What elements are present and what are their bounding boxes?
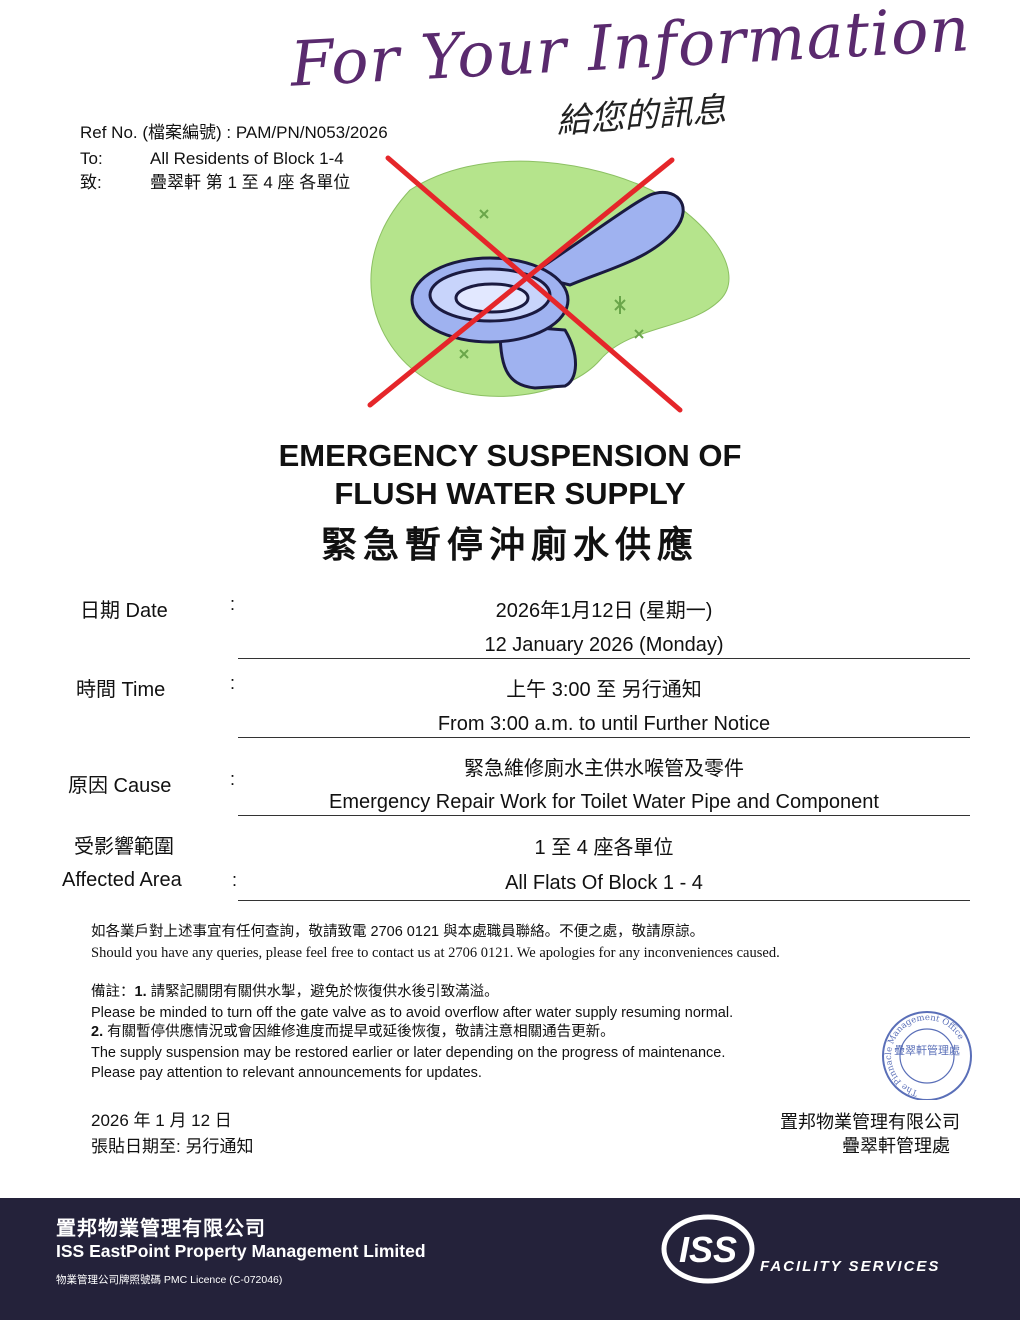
footer: 置邦物業管理有限公司 ISS EastPoint Property Manage… (0, 1198, 1020, 1320)
cause-colon: : (230, 769, 236, 789)
divider (238, 737, 970, 738)
area-zh: 1 至 4 座各單位 (534, 837, 674, 859)
remark-1-en: Please be minded to turn off the gate va… (91, 1005, 734, 1021)
enquiry-zh: 如各業戶對上述事宜有任何查詢，敬請致電 2706 0121 與本處職員聯絡。不便… (91, 924, 705, 940)
time-colon: : (230, 673, 236, 693)
area-label-zh: 受影響範圍 (74, 836, 174, 858)
remarks-prefix: 備註： (91, 984, 135, 1000)
remark-2-en-2: Please pay attention to relevant announc… (91, 1065, 482, 1081)
footer-company-zh: 置邦物業管理有限公司 (56, 1218, 266, 1240)
date-colon: : (230, 594, 236, 614)
date-zh: 2026年1月12日 (星期一) (495, 600, 713, 622)
footer-company-en: ISS EastPoint Property Management Limite… (56, 1241, 426, 1261)
no-toilet-flush-icon (367, 155, 730, 413)
footer-licence: 物業管理公司牌照號碼 PMC Licence (C-072046) (56, 1274, 283, 1286)
remark-1-number: 1. (134, 984, 147, 1000)
ref-number: Ref No. (檔案編號) : PAM/PN/N053/2026 (80, 123, 388, 142)
enquiry-en: Should you have any queries, please feel… (91, 945, 780, 961)
area-en: All Flats Of Block 1 - 4 (505, 872, 703, 894)
remark-2-zh: 2. 有關暫停供應情況或會因維修進度而提早或延後恢復，敬請注意相關通告更新。 (91, 1022, 615, 1042)
remark-2-number: 2. (91, 1024, 104, 1040)
to-line: To: All Residents of Block 1-4 (80, 148, 344, 170)
time-label: 時間 Time (76, 679, 166, 701)
time-zh: 上午 3:00 至 另行通知 (506, 679, 702, 701)
management-office-stamp: The Pinnacle Management Office 疊翠軒管理處 (882, 1011, 972, 1100)
iss-logo-text: ISS (679, 1229, 737, 1270)
banner-title-zh: 給您的訊息 (555, 90, 728, 142)
remark-1-zh-text: 請緊記關閉有關供水掣，避免於恢復供水後引致滿溢。 (146, 984, 499, 1000)
area-colon: : (232, 870, 238, 890)
iss-logo: ISS (661, 1214, 755, 1284)
posting-until: 張貼日期至: 另行通知 (91, 1137, 254, 1156)
to-label-zh: 致: (80, 173, 102, 192)
remark-1-zh: 備註：1. 請緊記關閉有關供水掣，避免於恢復供水後引致滿溢。 (91, 982, 499, 1002)
divider (238, 658, 970, 659)
title-zh: 緊急暫停沖廁水供應 (320, 524, 699, 565)
notice-date: 2026 年 1 月 12 日 (91, 1111, 232, 1130)
to-value-zh: 疊翠軒 第 1 至 4 座 各單位 (150, 173, 351, 192)
cause-label: 原因 Cause (68, 775, 172, 797)
banner-title-en: For Your Information (288, 0, 972, 101)
title-line-2: FLUSH WATER SUPPLY (334, 476, 686, 511)
date-label: 日期 Date (80, 600, 168, 622)
remark-2-en-1: The supply suspension may be restored ea… (91, 1045, 726, 1061)
time-en: From 3:00 a.m. to until Further Notice (437, 713, 771, 735)
date-en: 12 January 2026 (Monday) (484, 634, 724, 656)
remark-2-zh-text: 有關暫停供應情況或會因維修進度而提早或延後恢復，敬請注意相關通告更新。 (103, 1024, 615, 1040)
stamp-center-text: 疊翠軒管理處 (894, 1043, 960, 1057)
to-label: To: (80, 149, 103, 168)
cause-en: Emergency Repair Work for Toilet Water P… (329, 791, 879, 813)
title-line-1: EMERGENCY SUSPENSION OF (278, 438, 742, 473)
divider (238, 900, 970, 901)
footer-facility-services: FACILITY SERVICES (760, 1258, 941, 1275)
cause-zh: 緊急維修廁水主供水喉管及零件 (464, 758, 744, 780)
signoff-company: 置邦物業管理有限公司 (780, 1112, 960, 1132)
signoff-office: 疊翠軒管理處 (842, 1136, 950, 1156)
area-label-en: Affected Area (62, 869, 182, 891)
to-value: All Residents of Block 1-4 (150, 149, 344, 168)
divider (238, 815, 970, 816)
to-line-zh: 致: 疊翠軒 第 1 至 4 座 各單位 (80, 172, 350, 194)
